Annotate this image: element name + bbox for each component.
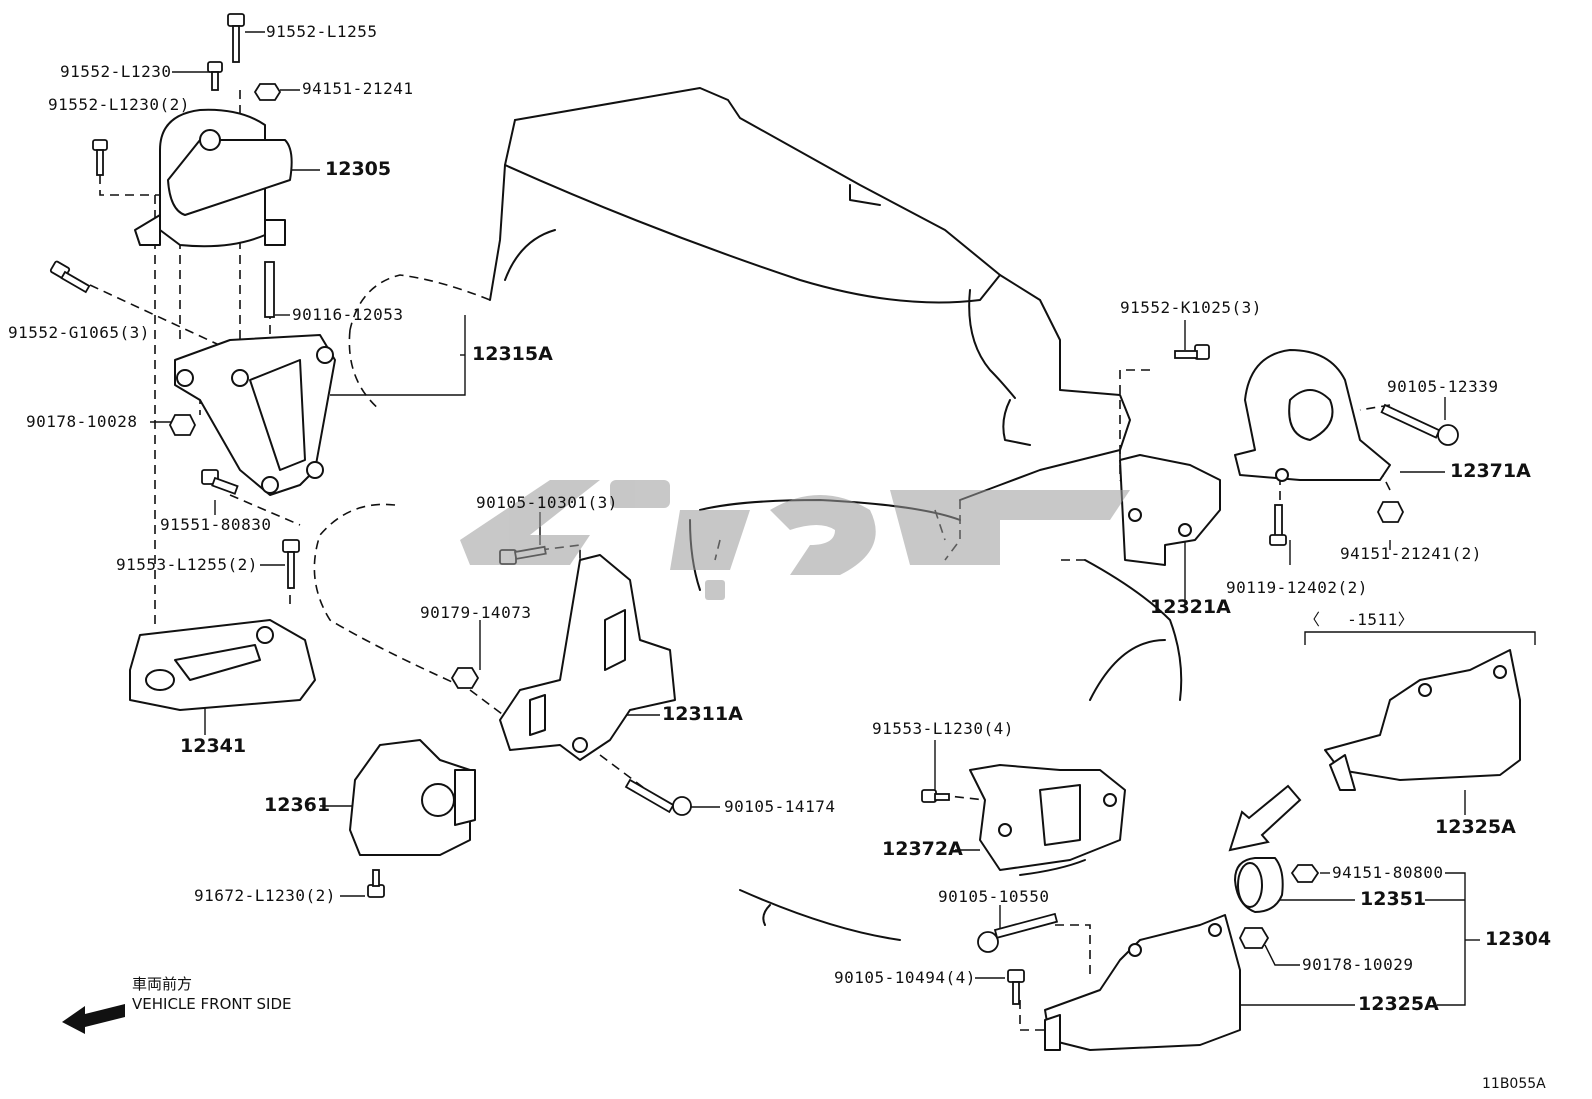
label-12321A: 12321A <box>1150 596 1231 618</box>
stud-90116-12053 <box>264 261 275 318</box>
part-12361 <box>349 739 476 856</box>
direction-arrow-12351 <box>1228 784 1302 852</box>
bolt-91672-L1230 <box>367 869 385 898</box>
part-12315A <box>174 334 336 496</box>
part-12305 <box>134 108 293 248</box>
label-12304: 12304 <box>1485 928 1552 950</box>
label-12372A: 12372A <box>882 838 963 860</box>
label-94151-21241: 94151-21241 <box>302 79 414 98</box>
part-12325A-top <box>1324 649 1521 791</box>
label-91553-L1230-4: 91553-L1230(4) <box>872 719 1014 738</box>
watermark <box>440 450 1140 624</box>
label-91672-L1230-2: 91672-L1230(2) <box>194 886 336 905</box>
nut-90179-14073 <box>450 667 480 689</box>
label-91553-L1255-2: 91553-L1255(2) <box>116 555 258 574</box>
label-12325A-top: 12325A <box>1435 816 1516 838</box>
label-91552-G1065-3: 91552-G1065(3) <box>8 323 150 342</box>
part-12351 <box>1234 857 1284 913</box>
label-12341: 12341 <box>180 735 247 757</box>
part-12325A-bottom <box>1044 914 1241 1051</box>
vehicle-front-note-en: VEHICLE FRONT SIDE <box>132 995 292 1013</box>
engine-outline <box>514 87 1131 501</box>
label-12315A: 12315A <box>472 343 553 365</box>
bolt-91552-K1025 <box>1174 344 1210 360</box>
label-91552-L1230-2: 91552-L1230(2) <box>48 95 190 114</box>
label-90105-10550: 90105-10550 <box>938 887 1050 906</box>
label-94151-21241-2: 94151-21241(2) <box>1340 544 1482 563</box>
bolt-91551-80830 <box>201 469 239 495</box>
vehicle-front-note-jp: 車両前方 <box>132 975 193 993</box>
nut-94151-21241 <box>253 83 282 101</box>
label-12351: 12351 <box>1360 888 1427 910</box>
label-91552-L1255: 91552-L1255 <box>266 22 378 41</box>
bolt-91553-L1255 <box>282 539 300 589</box>
bolt-90105-12339 <box>1380 403 1459 446</box>
nut-90178-10028 <box>168 414 197 436</box>
nut-90178-10029 <box>1238 927 1270 949</box>
bolt-90119-12402 <box>1269 504 1287 546</box>
bolt-91552-G1065 <box>49 260 91 294</box>
bolt-91552-L1230-2 <box>92 139 108 176</box>
label-91552-K1025-3: 91552-K1025(3) <box>1120 298 1262 317</box>
part-12321A <box>1119 454 1221 566</box>
nut-94151-80800 <box>1290 864 1320 883</box>
label-12371A: 12371A <box>1450 460 1531 482</box>
figure-id: 11B055A <box>1482 1076 1546 1092</box>
part-12341 <box>129 619 316 711</box>
bolt-90105-10494 <box>1007 969 1025 1005</box>
label-91552-L1230: 91552-L1230 <box>60 62 172 81</box>
label-94151-80800: 94151-80800 <box>1332 863 1444 882</box>
bolt-90105-14174 <box>624 778 692 816</box>
label-90105-12339: 90105-12339 <box>1387 377 1499 396</box>
label-90178-10029: 90178-10029 <box>1302 955 1414 974</box>
part-12372A <box>969 764 1126 871</box>
bolt-91553-L1230 <box>921 789 950 803</box>
bolt-90105-10550 <box>977 912 1059 953</box>
part-12311A <box>499 554 676 761</box>
label-range-1511: 〈 -1511〉 <box>1304 610 1415 629</box>
label-12361: 12361 <box>264 794 331 816</box>
part-12371A <box>1234 349 1391 482</box>
label-90179-14073: 90179-14073 <box>420 603 532 622</box>
label-90178-10028: 90178-10028 <box>26 412 138 431</box>
label-90105-10301-3: 90105-10301(3) <box>476 493 618 512</box>
bolt-91552-L1255 <box>227 13 245 63</box>
label-12305: 12305 <box>325 158 392 180</box>
nut-94151-21241-2 <box>1376 501 1405 523</box>
label-90116-12053: 90116-12053 <box>292 305 404 324</box>
bolt-91552-L1230 <box>207 61 223 91</box>
label-90105-10494-4: 90105-10494(4) <box>834 968 976 987</box>
label-90105-14174: 90105-14174 <box>724 797 836 816</box>
label-90119-12402-2: 90119-12402(2) <box>1226 578 1368 597</box>
vehicle-front-arrow-icon <box>62 1004 125 1034</box>
label-12311A: 12311A <box>662 703 743 725</box>
label-12325A-bottom: 12325A <box>1358 993 1439 1015</box>
label-91551-80830: 91551-80830 <box>160 515 272 534</box>
